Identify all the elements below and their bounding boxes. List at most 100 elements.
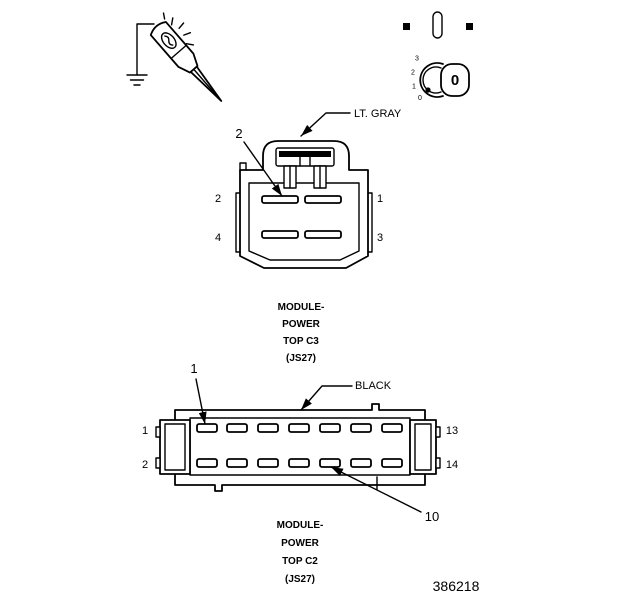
pin-cavity <box>381 423 403 433</box>
caption-line: POWER <box>281 538 320 549</box>
switch-position-slot <box>432 11 443 39</box>
ear-outer <box>409 419 437 475</box>
glow-ray <box>183 32 192 36</box>
glow-ray <box>185 43 195 46</box>
position-indicator-dot <box>425 87 431 93</box>
glow-ray <box>170 17 174 26</box>
connector-c2-housing <box>174 403 426 492</box>
lock-band <box>279 151 331 157</box>
glow-ray <box>162 12 166 20</box>
ignition-switch-icon: 0 3 2 1 0 <box>403 11 473 102</box>
connector-c2-pin-cavities-row-1 <box>196 423 403 433</box>
connector-c2-right-ear <box>409 419 441 475</box>
pin-cavity <box>226 423 248 433</box>
glow-ray <box>178 22 185 29</box>
switch-position-label: 0 <box>418 95 422 102</box>
ear-bump <box>435 426 441 438</box>
ear-bump <box>435 457 441 469</box>
switch-marker-left <box>403 23 410 30</box>
pin-number-label: 1 <box>142 425 148 437</box>
test-light-icon <box>126 12 223 102</box>
pin-cavity <box>304 195 342 204</box>
pin-number-label: 2 <box>142 459 148 471</box>
pin-cavity <box>196 423 218 433</box>
pin-number-label: 1 <box>377 193 383 205</box>
pin-callout-label: 10 <box>425 509 439 524</box>
lock-cylinder-outer <box>419 62 444 98</box>
caption-line: TOP C2 <box>282 556 318 567</box>
ear-inner <box>414 423 432 471</box>
switch-position-label: 2 <box>411 70 415 77</box>
pin-number-label: 3 <box>377 232 383 244</box>
connector-c2-left-ear <box>155 419 191 475</box>
test-light-filament <box>164 35 174 46</box>
test-light-probe-center <box>193 68 216 95</box>
ear-inner <box>164 423 186 471</box>
pin-callout-arrow <box>243 141 283 197</box>
pin-cavity <box>288 458 310 468</box>
pin-number-label: 4 <box>215 232 221 244</box>
caption-line: TOP C3 <box>283 336 319 347</box>
figure-id: 386218 <box>433 578 480 594</box>
test-light-lead <box>136 23 155 76</box>
wire-color-label: LT. GRAY <box>354 108 402 120</box>
connector-c2: 1 2 13 14 BLACK 1 10 MODULE- POWER TOP C… <box>142 361 458 585</box>
pin-cavity <box>196 458 218 468</box>
caption-line: MODULE- <box>277 520 324 531</box>
pin-callout-arrow <box>195 378 207 425</box>
pin-cavity <box>381 458 403 468</box>
pin-cavity <box>288 423 310 433</box>
lock-frame <box>275 147 335 167</box>
connector-c2-caption: MODULE- POWER TOP C2 (JS27) <box>277 520 324 585</box>
connector-c3-housing <box>239 140 369 269</box>
caption-line: POWER <box>282 319 321 330</box>
pin-cavity <box>261 195 299 204</box>
wire-color-label: BLACK <box>355 380 392 392</box>
connector-c3: 2 1 4 3 LT. GRAY 2 MODULE- POWER TOP C3 … <box>215 108 402 364</box>
caption-line: MODULE- <box>278 302 325 313</box>
connector-c2-pin-cavities-row-2 <box>196 458 403 468</box>
pin-cavity <box>304 230 342 239</box>
wire-color-leader-arrow <box>300 385 353 411</box>
connector-c3-corner-step <box>239 162 247 171</box>
lock-cylinder-inner <box>422 66 442 94</box>
pin-cavity <box>226 458 248 468</box>
pin-number-label: 14 <box>446 459 458 471</box>
ignition-key-label: 0 <box>451 72 459 89</box>
test-light-bulb <box>160 32 177 49</box>
connector-c3-face <box>248 182 360 261</box>
switch-position-label: 1 <box>412 84 416 91</box>
switch-marker-right <box>466 23 473 30</box>
pin-cavity <box>261 230 299 239</box>
connector-c3-right-rib <box>367 192 373 253</box>
ignition-key-head <box>440 63 470 97</box>
connector-c3-lock-tab <box>275 147 335 189</box>
ear-bump <box>155 457 161 469</box>
pin-callout-arrow <box>330 466 422 513</box>
pin-cavity <box>319 458 341 468</box>
pin-cavity <box>257 458 279 468</box>
wire-color-leader-arrow <box>300 112 351 137</box>
pin-number-label: 2 <box>215 193 221 205</box>
caption-line: (JS27) <box>285 574 315 585</box>
pin-cavity <box>350 423 372 433</box>
connector-c3-caption: MODULE- POWER TOP C3 (JS27) <box>278 302 325 364</box>
test-light-probe <box>189 65 223 102</box>
connector-c3-pin-cavities <box>261 195 342 239</box>
ear-bump <box>155 426 161 438</box>
test-light-body <box>149 21 223 102</box>
ground-icon <box>126 74 148 86</box>
test-light-glow-rays <box>162 12 195 46</box>
switch-position-label: 3 <box>415 56 419 63</box>
pin-cavity <box>319 423 341 433</box>
pin-cavity <box>257 423 279 433</box>
pin-number-label: 13 <box>446 425 458 437</box>
pin-callout-label: 1 <box>190 361 197 376</box>
test-light-ring <box>170 44 187 60</box>
pin-callout-label: 2 <box>235 126 242 141</box>
connector-c3-left-rib <box>235 192 241 253</box>
caption-line: (JS27) <box>286 353 316 364</box>
pin-cavity <box>350 458 372 468</box>
